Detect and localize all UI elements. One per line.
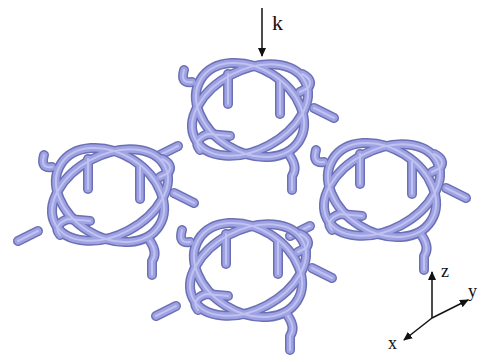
chiral-unit	[156, 204, 332, 350]
wave-vector-label: k	[272, 12, 283, 34]
axis-label: y	[468, 282, 477, 300]
axis-label: z	[441, 262, 449, 280]
axis-label: x	[388, 334, 397, 352]
chiral-unit	[18, 129, 194, 275]
chiral-unit	[290, 124, 466, 270]
wave-vector-arrow	[261, 8, 263, 56]
axes	[404, 272, 468, 340]
chiral-unit	[158, 44, 334, 190]
